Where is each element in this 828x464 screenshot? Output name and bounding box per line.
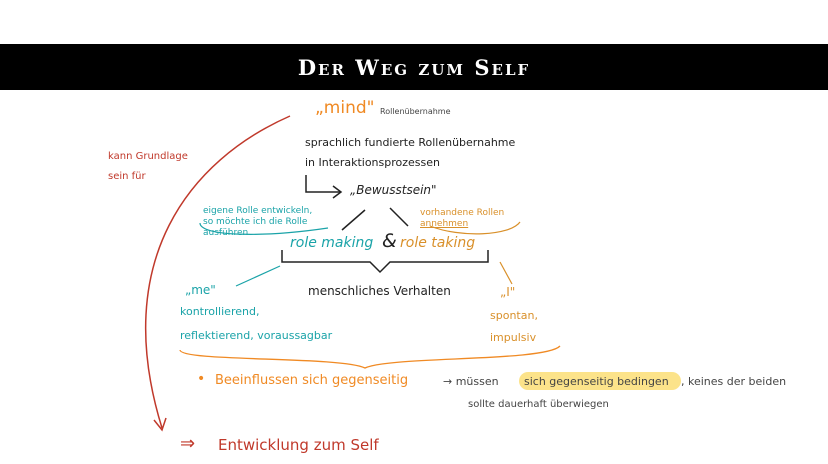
ampersand: & <box>382 230 397 252</box>
grundlage-line-1: kann Grundlage <box>108 151 188 162</box>
diag-right <box>389 207 409 227</box>
keines-text: , keines der beiden <box>681 375 787 388</box>
orange-brace <box>179 345 561 369</box>
red-arc-arrowhead <box>153 417 167 432</box>
role-taking-label: role taking <box>400 235 476 251</box>
l-arrowhead <box>332 185 343 199</box>
i-label: „I" <box>500 285 516 299</box>
muessen-text: → müssen <box>443 375 499 388</box>
rollenuebernahme-note: Rollenübernahme <box>380 107 451 116</box>
entwicklung-text: Entwicklung zum Self <box>218 436 379 454</box>
teal-note-curve <box>199 222 329 235</box>
highlight-marker <box>519 372 681 390</box>
highlighted-text: sich gegenseitig bedingen <box>524 375 669 388</box>
title-bar: Der Weg zum Self <box>0 44 828 90</box>
orange-i-line <box>499 261 513 285</box>
role-making-label: role making <box>290 235 374 251</box>
me-label: „me" <box>185 283 216 297</box>
l-arrow <box>305 175 340 193</box>
red-arc-arrow <box>145 115 291 429</box>
beeinflussen-text: Beeinflussen sich gegenseitig <box>215 373 409 388</box>
orange-note-1: vorhandene Rollen <box>420 208 505 218</box>
top-margin <box>0 0 828 44</box>
i-spontan: spontan, <box>490 309 538 322</box>
page-title: Der Weg zum Self <box>297 54 531 80</box>
diag-left <box>341 209 366 231</box>
bullet-dot: • <box>197 371 206 387</box>
i-impulsiv: impulsiv <box>490 331 537 344</box>
bewusstsein-label: „Bewusstsein" <box>350 183 437 197</box>
orange-note-curve <box>429 221 521 235</box>
line-interaktion: in Interaktionsprozessen <box>305 156 440 169</box>
entwicklung-arrow: ⇒ <box>180 433 196 454</box>
grundlage-line-2: sein für <box>108 171 146 182</box>
sollte-text: sollte dauerhaft überwiegen <box>468 399 609 410</box>
me-reflektierend: reflektierend, voraussagbar <box>180 329 333 342</box>
line-sprachlich: sprachlich fundierte Rollenübernahme <box>305 136 516 149</box>
menschliches-verhalten: menschliches Verhalten <box>308 284 451 298</box>
orange-note-2: annehmen <box>420 219 469 229</box>
black-bracket <box>281 250 489 274</box>
me-kontrollierend: kontrollierend, <box>180 305 260 318</box>
teal-me-line <box>235 265 281 287</box>
teal-note-1: eigene Rolle entwickeln, <box>203 206 313 216</box>
mind-label: „mind" <box>315 98 375 118</box>
teal-note-3: ausführen <box>203 228 249 238</box>
teal-note-2: so möchte ich die Rolle <box>203 217 308 227</box>
